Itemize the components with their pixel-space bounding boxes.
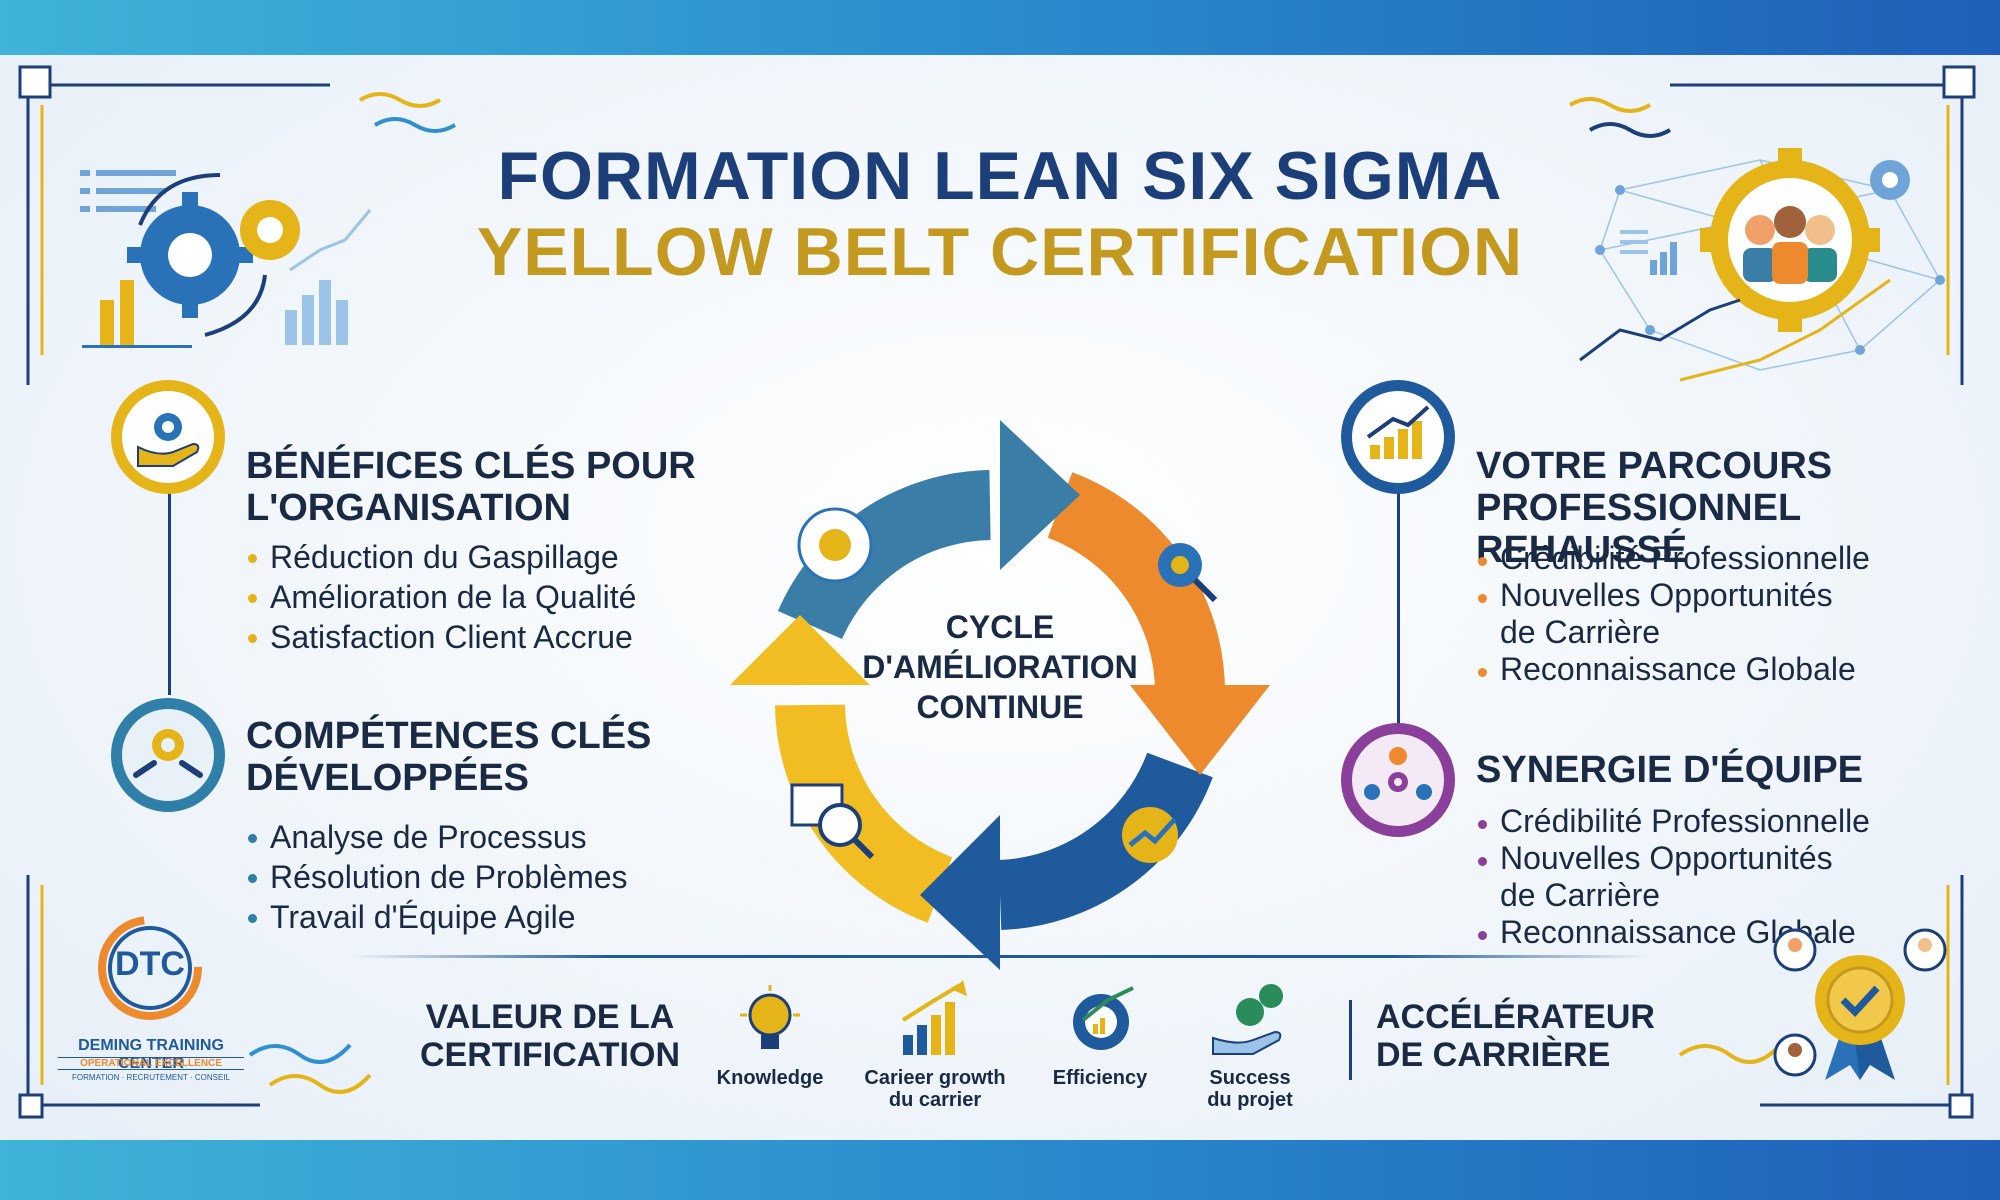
cycle-label-line-2: D'AMÉLIORATION — [862, 649, 1138, 685]
skill-item: Travail d'Équipe Agile — [244, 897, 628, 937]
icon-label-career-growth-line-1: Carieer growth — [864, 1067, 1006, 1089]
arrow-head-dark-blue — [920, 815, 1000, 970]
icon-label-efficiency: Efficiency — [1035, 1067, 1165, 1089]
icon-label-success: Success du projet — [1180, 1067, 1320, 1111]
benefit-item: Réduction du Gaspillage — [244, 537, 636, 577]
synergy-item: Nouvelles Opportunités — [1474, 840, 1870, 877]
accelerator-label-line-2: DE CARRIÈRE — [1376, 1036, 1611, 1074]
career-title-line-1: VOTRE PARCOURS — [1476, 445, 1833, 487]
benefits-title-line-2: L'ORGANISATION — [246, 487, 571, 529]
career-title-line-2: PROFESSIONNEL REHAUSSÉ — [1476, 487, 1801, 571]
skills-title-line-2: DÉVELOPPÉES — [246, 757, 529, 799]
skills-title-line-1: COMPÉTENCES CLÉS — [246, 715, 652, 757]
lightbulb-icon — [740, 985, 800, 1049]
synergy-title: SYNERGIE D'ÉQUIPE — [1476, 749, 1864, 791]
icon-label-success-line-1: Success — [1209, 1067, 1291, 1089]
cycle-segment-blue-light — [777, 470, 992, 640]
benefits-title-line-1: BÉNÉFICES CLÉS POUR — [246, 445, 696, 487]
icon-label-efficiency-line-1: Efficiency — [1052, 1067, 1148, 1089]
team-gear-illustration — [1579, 148, 1945, 382]
team-network-icon — [1341, 723, 1455, 837]
dtc-logo-mark — [98, 916, 202, 1020]
hand-gear-icon — [111, 380, 225, 494]
career-item: Crédibilité Professionnelle — [1474, 540, 1870, 577]
right-connector — [1397, 485, 1400, 725]
arrow-head-blue — [1000, 420, 1080, 570]
certification-badge-illustration — [1773, 928, 1947, 1080]
logo-tagline: OPERATIONAL EXCELLENCE — [58, 1057, 244, 1070]
icon-label-career-growth-line-2: du carrier — [888, 1089, 982, 1111]
cycle-segment-blue-dark — [997, 752, 1213, 930]
synergy-item: de Carrière — [1500, 877, 1661, 913]
title-line-1: FORMATION LEAN SIX SIGMA — [497, 138, 1503, 214]
poster: FORMATION LEAN SIX SIGMA YELLOW BELT CER… — [0, 55, 2000, 1140]
logo-name: DEMING TRAINING CENTER — [78, 1037, 224, 1072]
improvement-cycle-diagram — [730, 420, 1270, 970]
skill-item: Résolution de Problèmes — [244, 857, 628, 897]
bar-growth-icon — [901, 980, 967, 1055]
hand-gear-small-icon — [1212, 984, 1283, 1055]
logo-mark-text: DTC — [115, 945, 185, 983]
icon-label-success-line-2: du projet — [1207, 1089, 1293, 1111]
logo-sub: FORMATION · RECRUTEMENT · CONSEIL — [72, 1073, 230, 1082]
arrow-head-yellow — [730, 615, 870, 685]
skill-item: Analyse de Processus — [244, 817, 628, 857]
gear-chart-icon — [1073, 986, 1134, 1050]
career-title: VOTRE PARCOURS PROFESSIONNEL REHAUSSÉ — [1476, 445, 2000, 571]
value-label-line-1: VALEUR DE LA — [425, 998, 675, 1036]
benefit-item: Satisfaction Client Accrue — [244, 617, 636, 657]
arrow-head-orange — [1130, 685, 1270, 775]
cycle-segment-orange — [1047, 472, 1226, 696]
bottom-divider — [350, 955, 1650, 958]
skills-title: COMPÉTENCES CLÉS DÉVELOPPÉES — [246, 715, 651, 799]
growth-chart-icon — [1341, 380, 1455, 494]
accelerator-label: ACCÉLÉRATEUR DE CARRIÈRE — [1376, 998, 1655, 1074]
value-label-line-2: CERTIFICATION — [419, 1036, 680, 1074]
cycle-label-line-3: CONTINUE — [916, 689, 1084, 725]
icon-label-knowledge-line-1: Knowledge — [716, 1067, 824, 1089]
left-connector — [168, 485, 171, 695]
cycle-label-line-1: CYCLE — [945, 609, 1055, 645]
value-label: VALEUR DE LA CERTIFICATION — [400, 998, 700, 1074]
synergy-item: Crédibilité Professionnelle — [1474, 803, 1870, 840]
accelerator-label-line-1: ACCÉLÉRATEUR — [1376, 998, 1655, 1036]
icon-label-knowledge: Knowledge — [700, 1067, 840, 1089]
icon-label-career-growth: Carieer growth du carrier — [855, 1067, 1015, 1111]
career-item: Nouvelles Opportunités — [1474, 577, 1870, 614]
gears-chart-illustration — [80, 170, 372, 348]
career-item: de Carrière — [1500, 614, 1661, 650]
benefit-item: Amélioration de la Qualité — [244, 577, 636, 617]
decorative-frame-lines — [18, 65, 1976, 1119]
bottom-vertical-divider — [1349, 1000, 1352, 1080]
career-item: Reconnaissance Globale — [1474, 651, 1870, 688]
team-gear-hands-icon — [111, 698, 225, 812]
title-line-2: YELLOW BELT CERTIFICATION — [476, 214, 1524, 290]
benefits-title: BÉNÉFICES CLÉS POUR L'ORGANISATION — [246, 445, 696, 529]
cycle-label: CYCLE D'AMÉLIORATION CONTINUE — [820, 607, 1180, 727]
